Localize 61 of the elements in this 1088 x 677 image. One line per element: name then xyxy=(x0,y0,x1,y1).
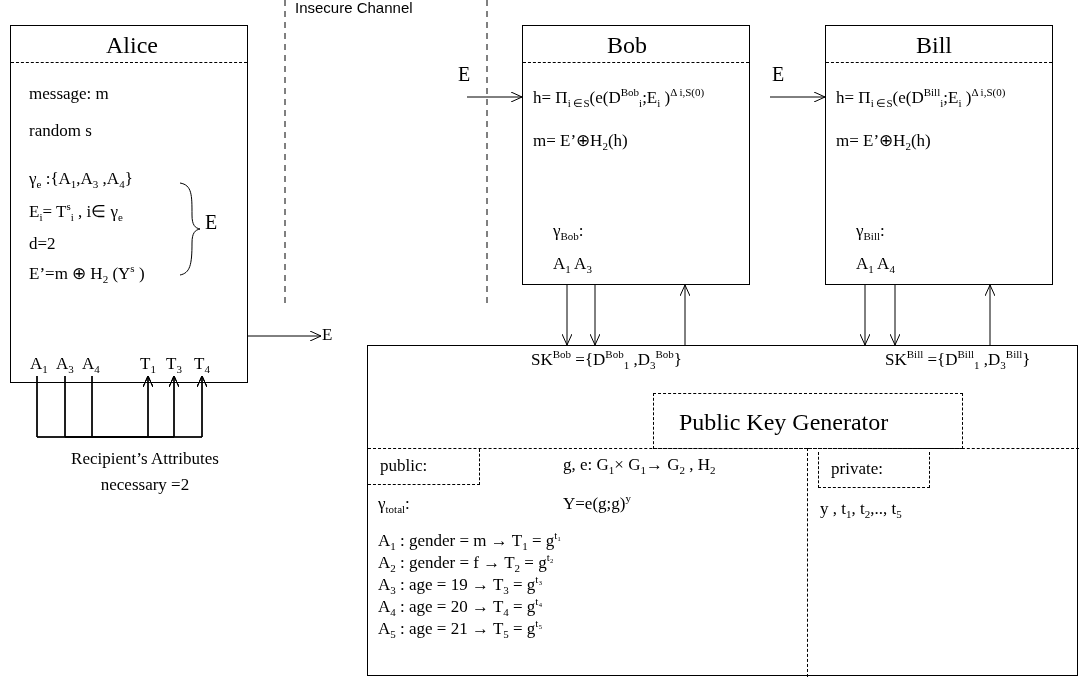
parameter-text: g, e: G$_{1}$× G$_{1}$→ G$_{2}$ , H$_{2}$ xyxy=(563,455,716,475)
arrow xyxy=(984,284,996,346)
random-text: random s xyxy=(29,121,92,141)
attribute-set: γ$_{Bill}$: xyxy=(856,221,885,241)
attribute-label: A$_{1}$ xyxy=(30,353,48,375)
edge-label: E xyxy=(772,64,785,84)
formula-text: E’=m ⊕ H$_{2}$ (Y$^{s}$ ) xyxy=(29,264,145,284)
section-tag xyxy=(368,449,480,485)
formula-text: E$_{i}$= T$^{s}$$_{i}$ , i∈ γ$_{e}$ xyxy=(29,202,123,222)
generator-box xyxy=(367,345,1078,676)
attribute-list: A$_{1}$ A$_{3}$ xyxy=(553,254,592,274)
section-label: private: xyxy=(831,459,883,479)
key-label: T$_{1}$ xyxy=(140,353,156,375)
secret-key-text: SK$^{Bob}$ ={D$^{Bob}$$_{1}$ ,D$_{3}$$^{Bob}$} xyxy=(531,350,682,370)
message-text: message: m xyxy=(29,84,109,104)
formula-text: m= E’⊕H$_{2}$(h) xyxy=(836,131,931,151)
mapping-row: A$_{2}$ : gender = f → T$_{2}$ = g$^{t₂}$ xyxy=(378,553,554,573)
title-box xyxy=(653,393,963,449)
threshold-text: d=2 xyxy=(29,234,56,254)
arrow-target-label: E xyxy=(322,324,333,346)
attribute-label: A$_{4}$ xyxy=(82,353,100,375)
sender-box xyxy=(10,25,248,383)
arrow xyxy=(247,330,322,342)
mapping-row: A$_{3}$ : age = 19 → T$_{3}$ = g$^{t₃}$ xyxy=(378,575,543,595)
arrow xyxy=(561,284,573,346)
formula-text: h= Π$_{i ∈S}$(e(D$^{Bob}$$_{i}$;E$_{i}$ )$^{Δ i,S(0)}$ xyxy=(533,88,705,108)
box-title: Alice xyxy=(106,31,158,59)
note-text: Recipient’s Attributes necessary =2 xyxy=(70,448,220,496)
mapping-row: A$_{5}$ : age = 21 → T$_{5}$ = g$^{t₅}$ xyxy=(378,619,543,639)
section-label: public: xyxy=(380,456,428,476)
box-title: Bill xyxy=(916,31,952,59)
attribute-set: γ$_{Bob}$: xyxy=(553,221,584,241)
arrow xyxy=(589,284,601,346)
attribute-set: γ$_{total}$: xyxy=(378,494,410,514)
key-label: T$_{3}$ xyxy=(166,353,182,375)
formula-text: Y=e(g;g)$^{y}$ xyxy=(563,494,631,514)
secret-key-text: SK$^{Bill}$ ={D$^{Bill}$$_{1}$ ,D$_{3}$$^{Bill}$} xyxy=(885,350,1031,370)
arrow xyxy=(769,91,826,103)
secret-text: y , t$_{1}$, t$_{2}$,.., t$_{5}$ xyxy=(820,499,902,519)
arrow xyxy=(679,284,691,346)
formula-text: h= Π$_{i ∈S}$(e(D$^{Bill}$$_{i}$;E$_{i}$ )$^{Δ i,S(0)}$ xyxy=(836,88,1006,108)
attribute-label: A$_{3}$ xyxy=(56,353,74,375)
box-title: Bob xyxy=(607,31,647,59)
arrow xyxy=(91,375,208,438)
formula-text: m= E’⊕H$_{2}$(h) xyxy=(533,131,628,151)
edge-label: E xyxy=(458,64,471,84)
key-label: T$_{4}$ xyxy=(194,353,210,375)
recipient-box xyxy=(522,25,750,285)
arrow xyxy=(466,91,523,103)
brace-label: E xyxy=(205,212,218,232)
attribute-set: γ$_{e}$ :{A$_{1}$,A$_{3}$ ,A$_{4}$} xyxy=(29,169,133,189)
recipient-box xyxy=(825,25,1053,285)
arrow xyxy=(889,284,901,346)
box-title: Public Key Generator xyxy=(679,408,889,436)
channel-label: Insecure Channel xyxy=(295,0,413,18)
arrow xyxy=(859,284,871,346)
attribute-list: A$_{1}$ A$_{4}$ xyxy=(856,254,895,274)
mapping-row: A$_{1}$ : gender = m → T$_{1}$ = g$^{t₁}$ xyxy=(378,531,562,551)
public-section xyxy=(368,448,808,677)
mapping-row: A$_{4}$ : age = 20 → T$_{4}$ = g$^{t₄}$ xyxy=(378,597,543,617)
section-tag xyxy=(818,452,930,488)
